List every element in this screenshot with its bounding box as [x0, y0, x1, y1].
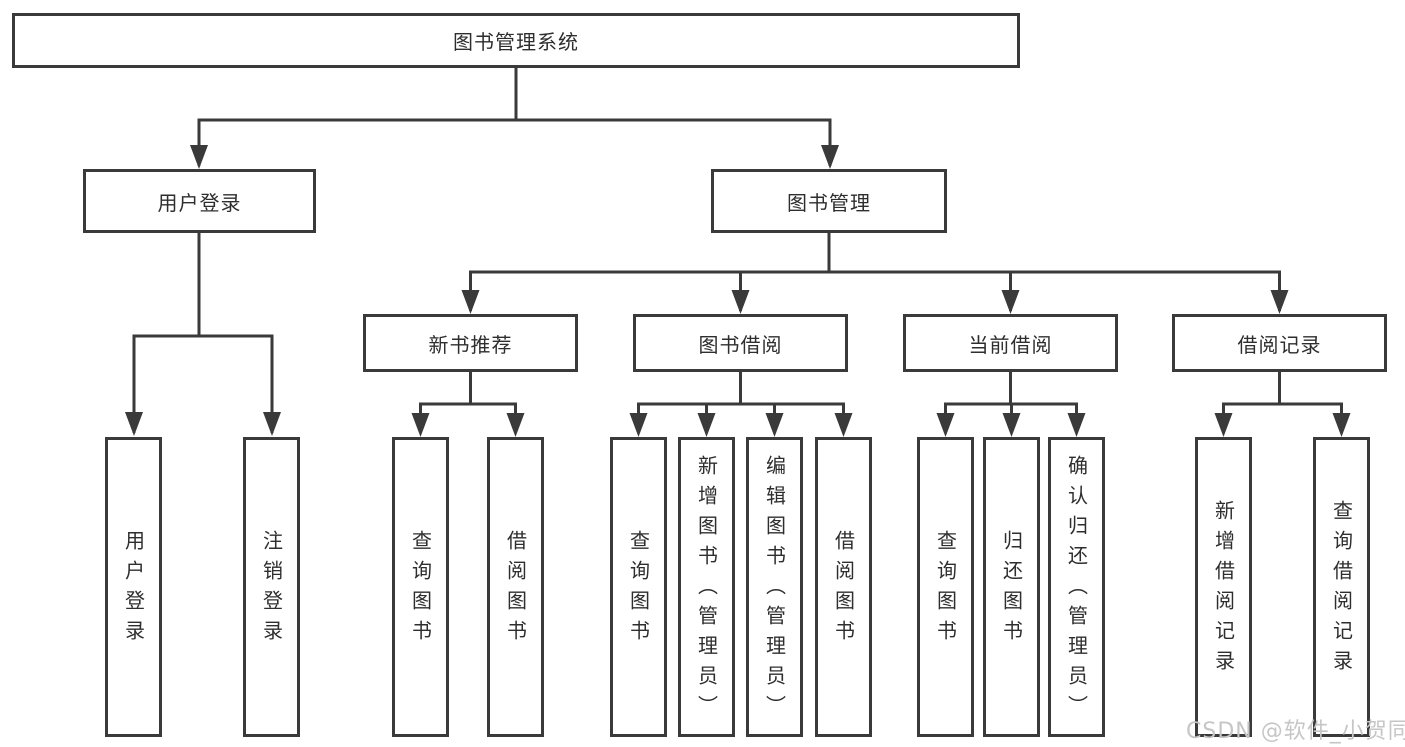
arrowheads [125, 145, 1351, 437]
node-user-login: 用户登录 [83, 169, 316, 233]
node-bb-borrow-books: 借阅图书 [815, 437, 872, 737]
node-br-query-record: 查询借阅记录 [1313, 437, 1370, 737]
node-new-book-recommend: 新书推荐 [363, 314, 578, 372]
node-book-borrow: 图书借阅 [633, 314, 848, 372]
node-logout-action: 注销登录 [243, 437, 300, 737]
csdn-watermark: CSDN @软件_小贺同学 [1186, 719, 1405, 744]
node-bb-edit-books-admin: 编辑图书（管理员） [746, 437, 803, 737]
node-user-login-action: 用户登录 [105, 437, 162, 737]
node-nbr-borrow-books: 借阅图书 [487, 437, 544, 737]
node-book-management: 图书管理 [711, 169, 947, 233]
node-cb-query-books: 查询图书 [917, 437, 974, 737]
node-br-add-record: 新增借阅记录 [1195, 437, 1252, 737]
node-nbr-query-books: 查询图书 [392, 437, 449, 737]
node-cb-confirm-return-admin: 确认归还（管理员） [1048, 437, 1105, 737]
node-current-borrow: 当前借阅 [903, 314, 1118, 372]
node-cb-return-books: 归还图书 [983, 437, 1040, 737]
node-bb-query-books: 查询图书 [610, 437, 667, 737]
node-system-root: 图书管理系统 [12, 13, 1020, 68]
node-borrow-records: 借阅记录 [1172, 314, 1387, 372]
node-bb-add-books-admin: 新增图书（管理员） [678, 437, 735, 737]
